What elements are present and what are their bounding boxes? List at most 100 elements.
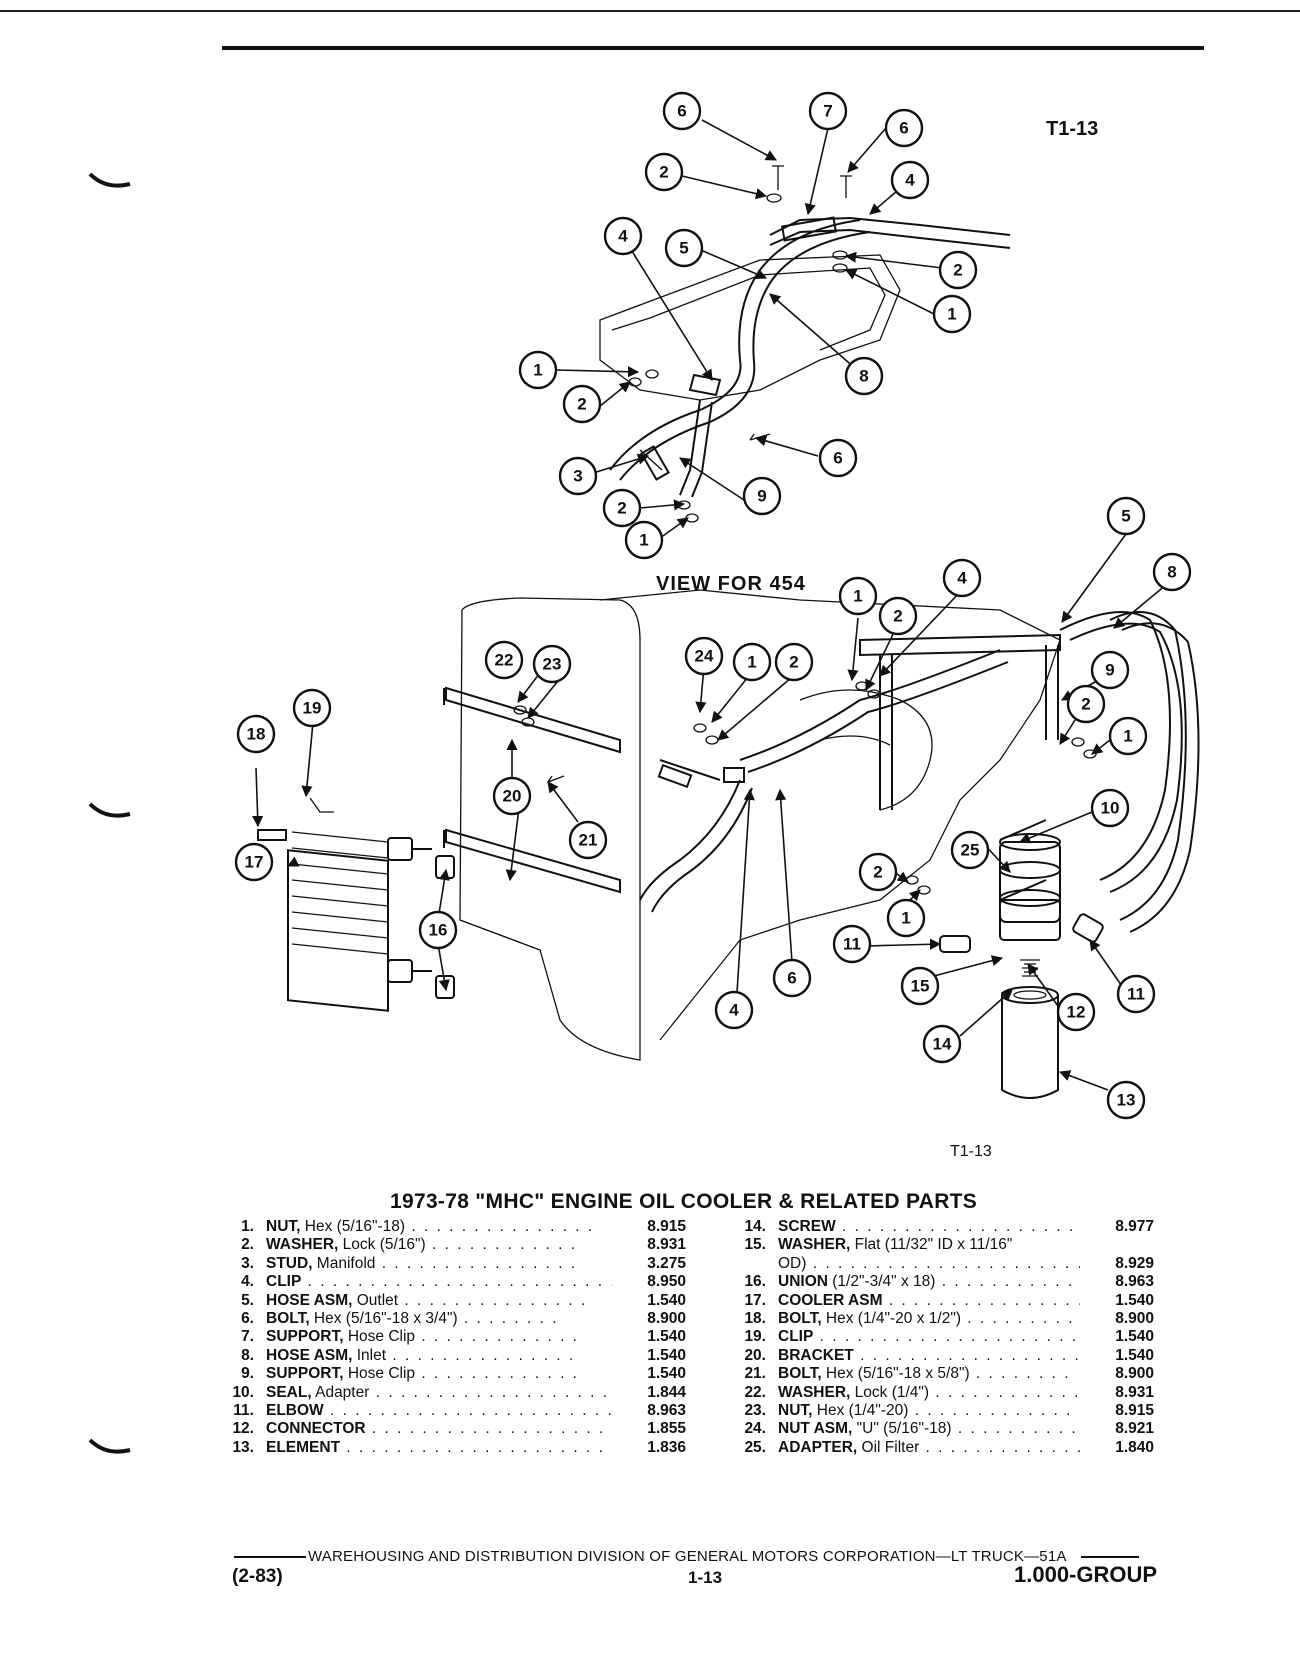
svg-text:2: 2	[577, 395, 586, 414]
footer-division-text: WAREHOUSING AND DISTRIBUTION DIVISION OF…	[308, 1548, 1067, 1565]
svg-text:3: 3	[573, 467, 582, 486]
parts-row: 6.BOLT, Hex (5/16"-18 x 3/4") . . . . . …	[226, 1310, 686, 1328]
parts-list-right: 14. SCREW . . . . . . . . . . . . . . . .…	[738, 1218, 1154, 1457]
part-number: 14.	[744, 1218, 766, 1235]
footer-group: 1.000-GROUP	[1014, 1562, 1158, 1587]
part-description: SCREW . . . . . . . . . . . . . . . . . …	[778, 1218, 1080, 1236]
part-name: ADAPTER,	[778, 1438, 858, 1456]
callout-22: 22	[484, 640, 524, 680]
svg-text:1: 1	[1123, 727, 1132, 746]
leader-arrows	[252, 119, 1173, 1091]
part-description: SUPPORT, Hose Clip . . . . . . . . . . .…	[266, 1328, 612, 1346]
callout-2: 2	[602, 488, 642, 528]
part-description: WASHER, Flat (11/32" ID x 11/16"	[778, 1236, 1080, 1254]
part-number: 23.	[744, 1402, 766, 1420]
leader-dots: . . . . . . . . . . . .	[929, 1383, 1080, 1401]
leader-dots: . . . . . . . . . . . . .	[415, 1365, 579, 1383]
svg-text:7: 7	[823, 102, 832, 121]
svg-text:4: 4	[618, 227, 628, 246]
footer-rule-left	[234, 1555, 306, 1558]
leader-dots: . . . . . . . . . . . . . . .	[398, 1291, 588, 1309]
callout-1: 1	[518, 350, 558, 390]
leader-dots: . . . . . . . . . .	[951, 1420, 1078, 1438]
callout-12: 12	[1056, 992, 1096, 1032]
callout-1: 1	[1108, 716, 1148, 756]
parts-row: OD) . . . . . . . . . . . . . . . . . . …	[738, 1255, 1154, 1273]
svg-text:23: 23	[543, 655, 562, 674]
svg-text:24: 24	[695, 647, 714, 666]
part-number: 18.	[744, 1310, 766, 1328]
part-name: WASHER,	[778, 1236, 851, 1254]
part-detail: Flat (11/32" ID x 11/16"	[850, 1236, 1013, 1254]
part-number: 9.	[241, 1365, 254, 1383]
svg-text:1: 1	[853, 587, 862, 606]
part-name: UNION	[778, 1273, 828, 1291]
footer-date: (2-83)	[232, 1566, 283, 1587]
callout-2: 2	[858, 852, 898, 892]
part-name: ELBOW	[266, 1402, 324, 1420]
part-group-number: 1.855	[647, 1420, 686, 1438]
footer-rule-right	[1080, 1555, 1139, 1558]
svg-text:1: 1	[901, 909, 910, 928]
view-label: VIEW FOR 454	[656, 573, 806, 595]
callout-23: 23	[532, 644, 572, 684]
leader-dots: . . . . . . . . . . . . . . . . . . . . …	[819, 1328, 1080, 1346]
part-group-number: 8.900	[1115, 1310, 1154, 1328]
svg-text:25: 25	[961, 841, 980, 860]
part-number: 2.	[241, 1236, 254, 1254]
parts-list-left: 1.NUT, Hex (5/16"-18) . . . . . . . . . …	[226, 1218, 686, 1457]
parts-row: 3.STUD, Manifold . . . . . . . . . . . .…	[226, 1255, 686, 1273]
scan-edge	[0, 0, 1300, 12]
svg-text:6: 6	[787, 969, 796, 988]
part-name: HOSE ASM,	[266, 1291, 353, 1309]
svg-text:9: 9	[757, 487, 766, 506]
callout-1: 1	[886, 898, 926, 938]
part-name: SUPPORT,	[266, 1365, 344, 1383]
part-group-number: 1.540	[1115, 1346, 1154, 1364]
svg-text:1: 1	[947, 305, 956, 324]
svg-text:22: 22	[495, 651, 514, 670]
callout-2: 2	[644, 152, 684, 192]
callout-4: 4	[603, 216, 643, 256]
part-number: 8.	[241, 1346, 254, 1364]
callout-14: 14	[922, 1024, 962, 1064]
part-number: 15.	[744, 1236, 766, 1254]
svg-text:19: 19	[303, 699, 322, 718]
callout-21: 21	[568, 820, 608, 860]
part-name: ELEMENT	[266, 1438, 341, 1456]
part-group-number: 8.950	[647, 1273, 686, 1291]
callout-8: 8	[1152, 552, 1192, 592]
part-detail: Hex (5/16"-18)	[300, 1218, 406, 1235]
parts-row: 14. SCREW . . . . . . . . . . . . . . . .…	[738, 1218, 1154, 1236]
part-group-number: 1.836	[647, 1438, 686, 1456]
part-detail: Hex (5/16"-18 x 5/8")	[821, 1365, 970, 1383]
part-group-number: 8.963	[1115, 1273, 1154, 1291]
callout-2: 2	[774, 642, 814, 682]
parts-row: 10.SEAL, Adapter . . . . . . . . . . . .…	[226, 1384, 686, 1402]
part-name: SCREW	[778, 1218, 836, 1235]
parts-row: 4.CLIP . . . . . . . . . . . . . . . . .…	[226, 1273, 686, 1291]
callout-20: 20	[492, 776, 532, 816]
part-number: 12.	[232, 1420, 254, 1438]
leader-dots: . . . . . . . . . . . . . . . . . . . . …	[301, 1273, 612, 1291]
part-name: SUPPORT,	[266, 1328, 344, 1346]
part-name: BOLT,	[778, 1365, 822, 1383]
part-description: ADAPTER, Oil Filter . . . . . . . . . . …	[778, 1439, 1080, 1457]
part-description: HOSE ASM, Inlet . . . . . . . . . . . . …	[266, 1347, 612, 1365]
leader-dots: . . . . . . . . . . . . . . . . . .	[888, 1291, 1080, 1309]
part-detail: (1/2"-3/4" x 18)	[827, 1273, 936, 1291]
parts-row: 20.BRACKET . . . . . . . . . . . . . . .…	[738, 1347, 1154, 1365]
svg-text:1: 1	[533, 361, 542, 380]
part-description: STUD, Manifold . . . . . . . . . . . . .…	[266, 1255, 612, 1273]
parts-row: 19.CLIP . . . . . . . . . . . . . . . . …	[738, 1328, 1154, 1346]
figure-id-top: T1-13	[1046, 118, 1099, 140]
part-detail: Inlet	[352, 1346, 387, 1364]
part-group-number: 1.844	[647, 1383, 686, 1401]
part-number: 10.	[232, 1383, 254, 1401]
parts-row: 18.BOLT, Hex (1/4"-20 x 1/2") . . . . . …	[738, 1310, 1154, 1328]
binder-hole-mark	[88, 800, 132, 822]
binder-hole-mark	[88, 170, 132, 192]
part-group-number: 8.963	[647, 1402, 686, 1420]
part-name: BOLT,	[778, 1310, 822, 1328]
parts-row: 8. HOSE ASM, Inlet . . . . . . . . . . . …	[226, 1347, 686, 1365]
